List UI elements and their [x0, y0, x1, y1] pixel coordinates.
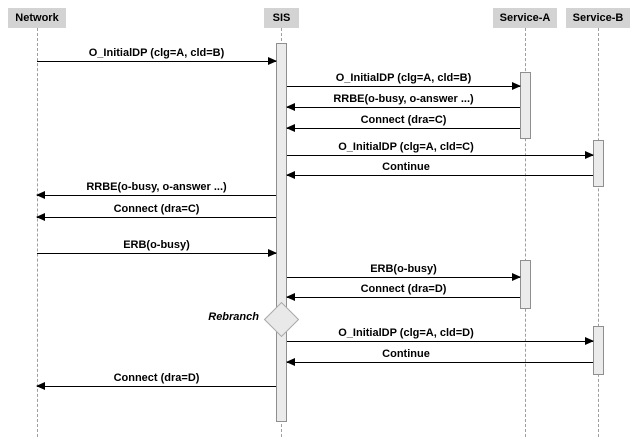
message-6: Continue: [286, 159, 593, 179]
message-8: Connect (dra=C): [36, 201, 276, 221]
activation-service-b-1: [593, 140, 604, 187]
arrowhead-icon: [36, 382, 45, 390]
arrowhead-icon: [512, 273, 521, 281]
message-label: RRBE(o-busy, o-answer ...): [86, 181, 227, 193]
arrowhead-icon: [286, 103, 295, 111]
activation-service-a-2: [520, 260, 531, 309]
message-line: [36, 213, 276, 221]
lifeline-service-a: [525, 28, 526, 437]
message-line: [287, 273, 521, 281]
message-label: ERB(o-busy): [123, 239, 190, 251]
activation-service-b-2: [593, 326, 604, 375]
message-label: O_InitialDP (clg=A, cld=B): [335, 72, 472, 84]
message-label: Connect (dra=D): [113, 372, 200, 384]
participant-box-service-a: Service-A: [493, 8, 557, 28]
message-line: [37, 57, 277, 65]
message-line: [286, 293, 520, 301]
participant-box-sis: SIS: [264, 8, 299, 28]
message-label: O_InitialDP (clg=A, cld=B): [88, 47, 225, 59]
participant-box-network: Network: [8, 8, 66, 28]
message-14: Connect (dra=D): [36, 370, 276, 390]
message-3: RRBE(o-busy, o-answer ...): [286, 91, 520, 111]
arrowhead-icon: [36, 191, 45, 199]
arrowhead-icon: [286, 358, 295, 366]
message-12: O_InitialDP (clg=A, cld=D): [287, 325, 594, 345]
message-label: Connect (dra=C): [113, 203, 200, 215]
message-label: O_InitialDP (clg=A, cld=C): [338, 141, 474, 153]
message-5: O_InitialDP (clg=A, cld=C): [287, 139, 594, 159]
message-line: [36, 382, 276, 390]
arrowhead-icon: [512, 82, 521, 90]
arrowhead-icon: [36, 213, 45, 221]
arrowhead-icon: [286, 171, 295, 179]
message-label: Continue: [382, 348, 430, 360]
arrowhead-icon: [268, 57, 277, 65]
message-label: Connect (dra=C): [360, 114, 447, 126]
rebranch-label: Rebranch: [208, 311, 259, 323]
message-line: [287, 82, 521, 90]
message-label: RRBE(o-busy, o-answer ...): [333, 93, 474, 105]
lifeline-network: [37, 28, 38, 437]
lifeline-service-b: [598, 28, 599, 437]
message-label: ERB(o-busy): [370, 263, 437, 275]
message-7: RRBE(o-busy, o-answer ...): [36, 179, 276, 199]
arrowhead-icon: [286, 124, 295, 132]
arrowhead-icon: [268, 249, 277, 257]
arrowhead-icon: [286, 293, 295, 301]
message-4: Connect (dra=C): [286, 112, 520, 132]
message-label: Connect (dra=D): [360, 283, 447, 295]
arrowhead-icon: [585, 337, 594, 345]
activation-service-a-1: [520, 72, 531, 139]
message-line: [286, 124, 520, 132]
participant-box-service-b: Service-B: [566, 8, 630, 28]
message-line: [37, 249, 277, 257]
message-2: O_InitialDP (clg=A, cld=B): [287, 70, 521, 90]
message-line: [287, 151, 594, 159]
message-line: [287, 337, 594, 345]
message-13: Continue: [286, 346, 593, 366]
message-line: [286, 171, 593, 179]
arrowhead-icon: [585, 151, 594, 159]
message-9: ERB(o-busy): [37, 237, 277, 257]
message-10: ERB(o-busy): [287, 261, 521, 281]
message-line: [286, 103, 520, 111]
message-line: [36, 191, 276, 199]
message-11: Connect (dra=D): [286, 281, 520, 301]
activation-sis: [276, 43, 287, 422]
message-label: Continue: [382, 161, 430, 173]
message-1: O_InitialDP (clg=A, cld=B): [37, 45, 277, 65]
message-line: [286, 358, 593, 366]
message-label: O_InitialDP (clg=A, cld=D): [338, 327, 474, 339]
